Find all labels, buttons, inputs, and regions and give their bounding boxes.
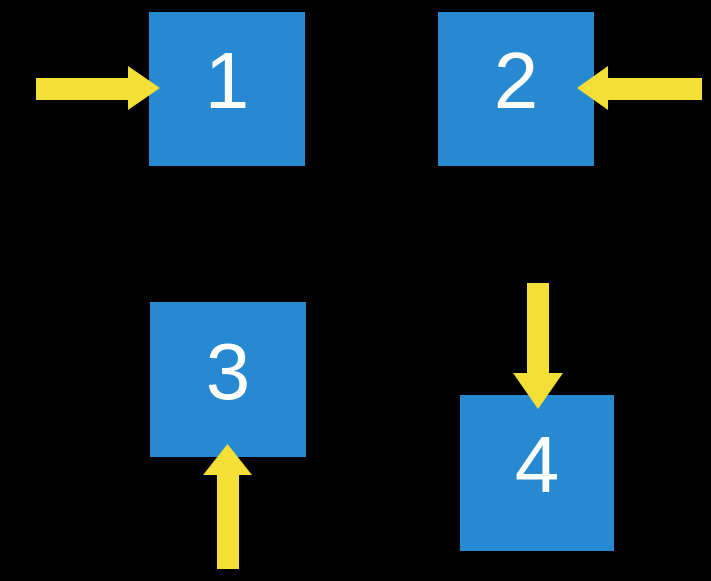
box-2-label: 2 [493,36,539,125]
box-3: 3 [150,302,306,457]
arrow-right-into-box-1-icon [36,66,160,110]
arrow-down-into-box-4-icon [513,283,563,409]
box-1: 1 [149,12,305,166]
box-3-label: 3 [205,326,251,416]
box-2: 2 [438,12,594,166]
arrow-left-into-box-2-icon [577,66,702,110]
arrow-up-into-box-3-icon [203,444,252,569]
box-1-label: 1 [204,36,250,125]
box-4: 4 [460,395,614,551]
box-4-label: 4 [514,420,560,509]
